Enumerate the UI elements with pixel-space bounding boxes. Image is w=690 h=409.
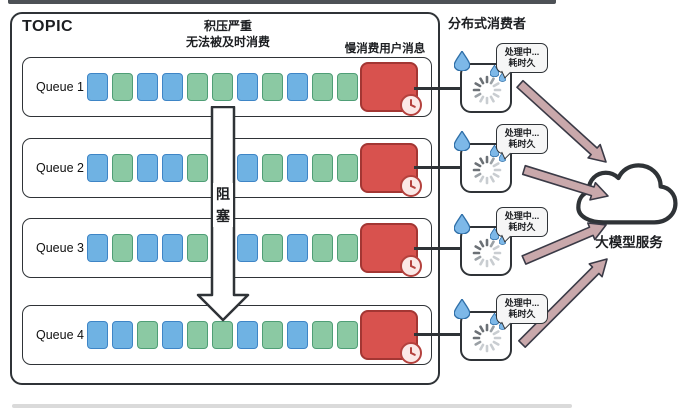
normal-message-square-green — [212, 73, 233, 101]
processing-bubble: 处理中... 耗时久 — [496, 294, 548, 324]
message-squares — [87, 234, 358, 262]
normal-message-square-green — [337, 73, 358, 101]
normal-message-square-blue — [87, 234, 108, 262]
message-squares — [87, 321, 358, 349]
normal-message-square-green — [112, 73, 133, 101]
blocked-label: 阻塞 — [213, 183, 233, 227]
normal-message-square-blue — [237, 234, 258, 262]
spinner-icon — [472, 75, 502, 105]
message-squares — [87, 73, 358, 101]
top-edge-strip — [8, 0, 556, 4]
distributed-consumers-title: 分布式消费者 — [448, 16, 527, 31]
water-droplet-icon — [454, 131, 470, 151]
slow-message-card — [360, 62, 422, 116]
normal-message-square-blue — [162, 73, 183, 101]
spinner-icon — [472, 238, 502, 268]
normal-message-square-green — [262, 321, 283, 349]
bubble-line1: 处理中... — [504, 128, 540, 138]
normal-message-square-blue — [287, 234, 308, 262]
normal-message-square-green — [337, 234, 358, 262]
normal-message-square-green — [187, 321, 208, 349]
normal-message-square-green — [312, 154, 333, 182]
processing-bubble: 处理中... 耗时久 — [496, 207, 548, 237]
water-droplet-icon — [454, 299, 470, 319]
bubble-line2: 耗时久 — [508, 58, 536, 68]
normal-message-square-blue — [162, 321, 183, 349]
queue-consumer-connector — [414, 333, 461, 336]
clock-icon — [400, 255, 422, 277]
normal-message-square-blue — [162, 234, 183, 262]
queue-consumer-connector — [414, 166, 461, 169]
normal-message-square-blue — [112, 321, 133, 349]
normal-message-square-blue — [162, 154, 183, 182]
normal-message-square-blue — [287, 154, 308, 182]
bottom-edge-strip — [12, 404, 572, 408]
normal-message-square-green — [312, 234, 333, 262]
queue-consumer-connector — [414, 247, 461, 250]
normal-message-square-blue — [237, 154, 258, 182]
spinner-icon — [472, 323, 502, 353]
queue-label: Queue 1 — [36, 80, 84, 94]
slow-consumer-message-label: 慢消费用户消息 — [344, 43, 426, 55]
normal-message-square-blue — [137, 73, 158, 101]
topic-title: TOPIC — [22, 18, 74, 35]
normal-message-square-green — [112, 234, 133, 262]
normal-message-square-green — [262, 154, 283, 182]
backlog-line2: 无法被及时消费 — [185, 35, 270, 49]
normal-message-square-blue — [137, 234, 158, 262]
queue-row: Queue 1 — [22, 57, 432, 117]
normal-message-square-blue — [87, 73, 108, 101]
slow-message-card — [360, 143, 422, 197]
llm-service-label: 大模型服务 — [595, 235, 663, 250]
bubble-line2: 耗时久 — [508, 222, 536, 232]
consumer-box — [454, 299, 512, 361]
queue-label: Queue 4 — [36, 328, 84, 342]
processing-bubble: 处理中... 耗时久 — [496, 124, 548, 154]
cloud-icon — [576, 163, 678, 225]
normal-message-square-green — [212, 321, 233, 349]
slow-message-card — [360, 223, 422, 277]
spinner-icon — [472, 155, 502, 185]
normal-message-square-blue — [237, 321, 258, 349]
normal-message-square-blue — [287, 321, 308, 349]
backlog-warning-text: 积压严重 无法被及时消费 — [147, 18, 309, 50]
bubble-line1: 处理中... — [504, 298, 540, 308]
queue-consumer-connector — [414, 87, 461, 90]
processing-bubble: 处理中... 耗时久 — [496, 43, 548, 73]
normal-message-square-blue — [237, 73, 258, 101]
normal-message-square-blue — [287, 73, 308, 101]
queue-label: Queue 3 — [36, 241, 84, 255]
normal-message-square-blue — [137, 154, 158, 182]
normal-message-square-blue — [87, 154, 108, 182]
bubble-line2: 耗时久 — [508, 309, 536, 319]
bubble-line2: 耗时久 — [508, 139, 536, 149]
backlog-line1: 积压严重 — [203, 19, 252, 33]
normal-message-square-green — [187, 154, 208, 182]
normal-message-square-green — [312, 73, 333, 101]
normal-message-square-blue — [87, 321, 108, 349]
clock-icon — [400, 94, 422, 116]
queue-label: Queue 2 — [36, 161, 84, 175]
normal-message-square-green — [262, 234, 283, 262]
water-droplet-icon — [454, 214, 470, 234]
bubble-line1: 处理中... — [504, 47, 540, 57]
normal-message-square-green — [187, 234, 208, 262]
normal-message-square-green — [337, 154, 358, 182]
normal-message-square-green — [312, 321, 333, 349]
bubble-line1: 处理中... — [504, 211, 540, 221]
slow-message-card — [360, 310, 422, 364]
normal-message-square-green — [262, 73, 283, 101]
normal-message-square-green — [337, 321, 358, 349]
normal-message-square-green — [187, 73, 208, 101]
normal-message-square-green — [137, 321, 158, 349]
clock-icon — [400, 342, 422, 364]
water-droplet-icon — [454, 51, 470, 71]
clock-icon — [400, 175, 422, 197]
normal-message-square-green — [112, 154, 133, 182]
